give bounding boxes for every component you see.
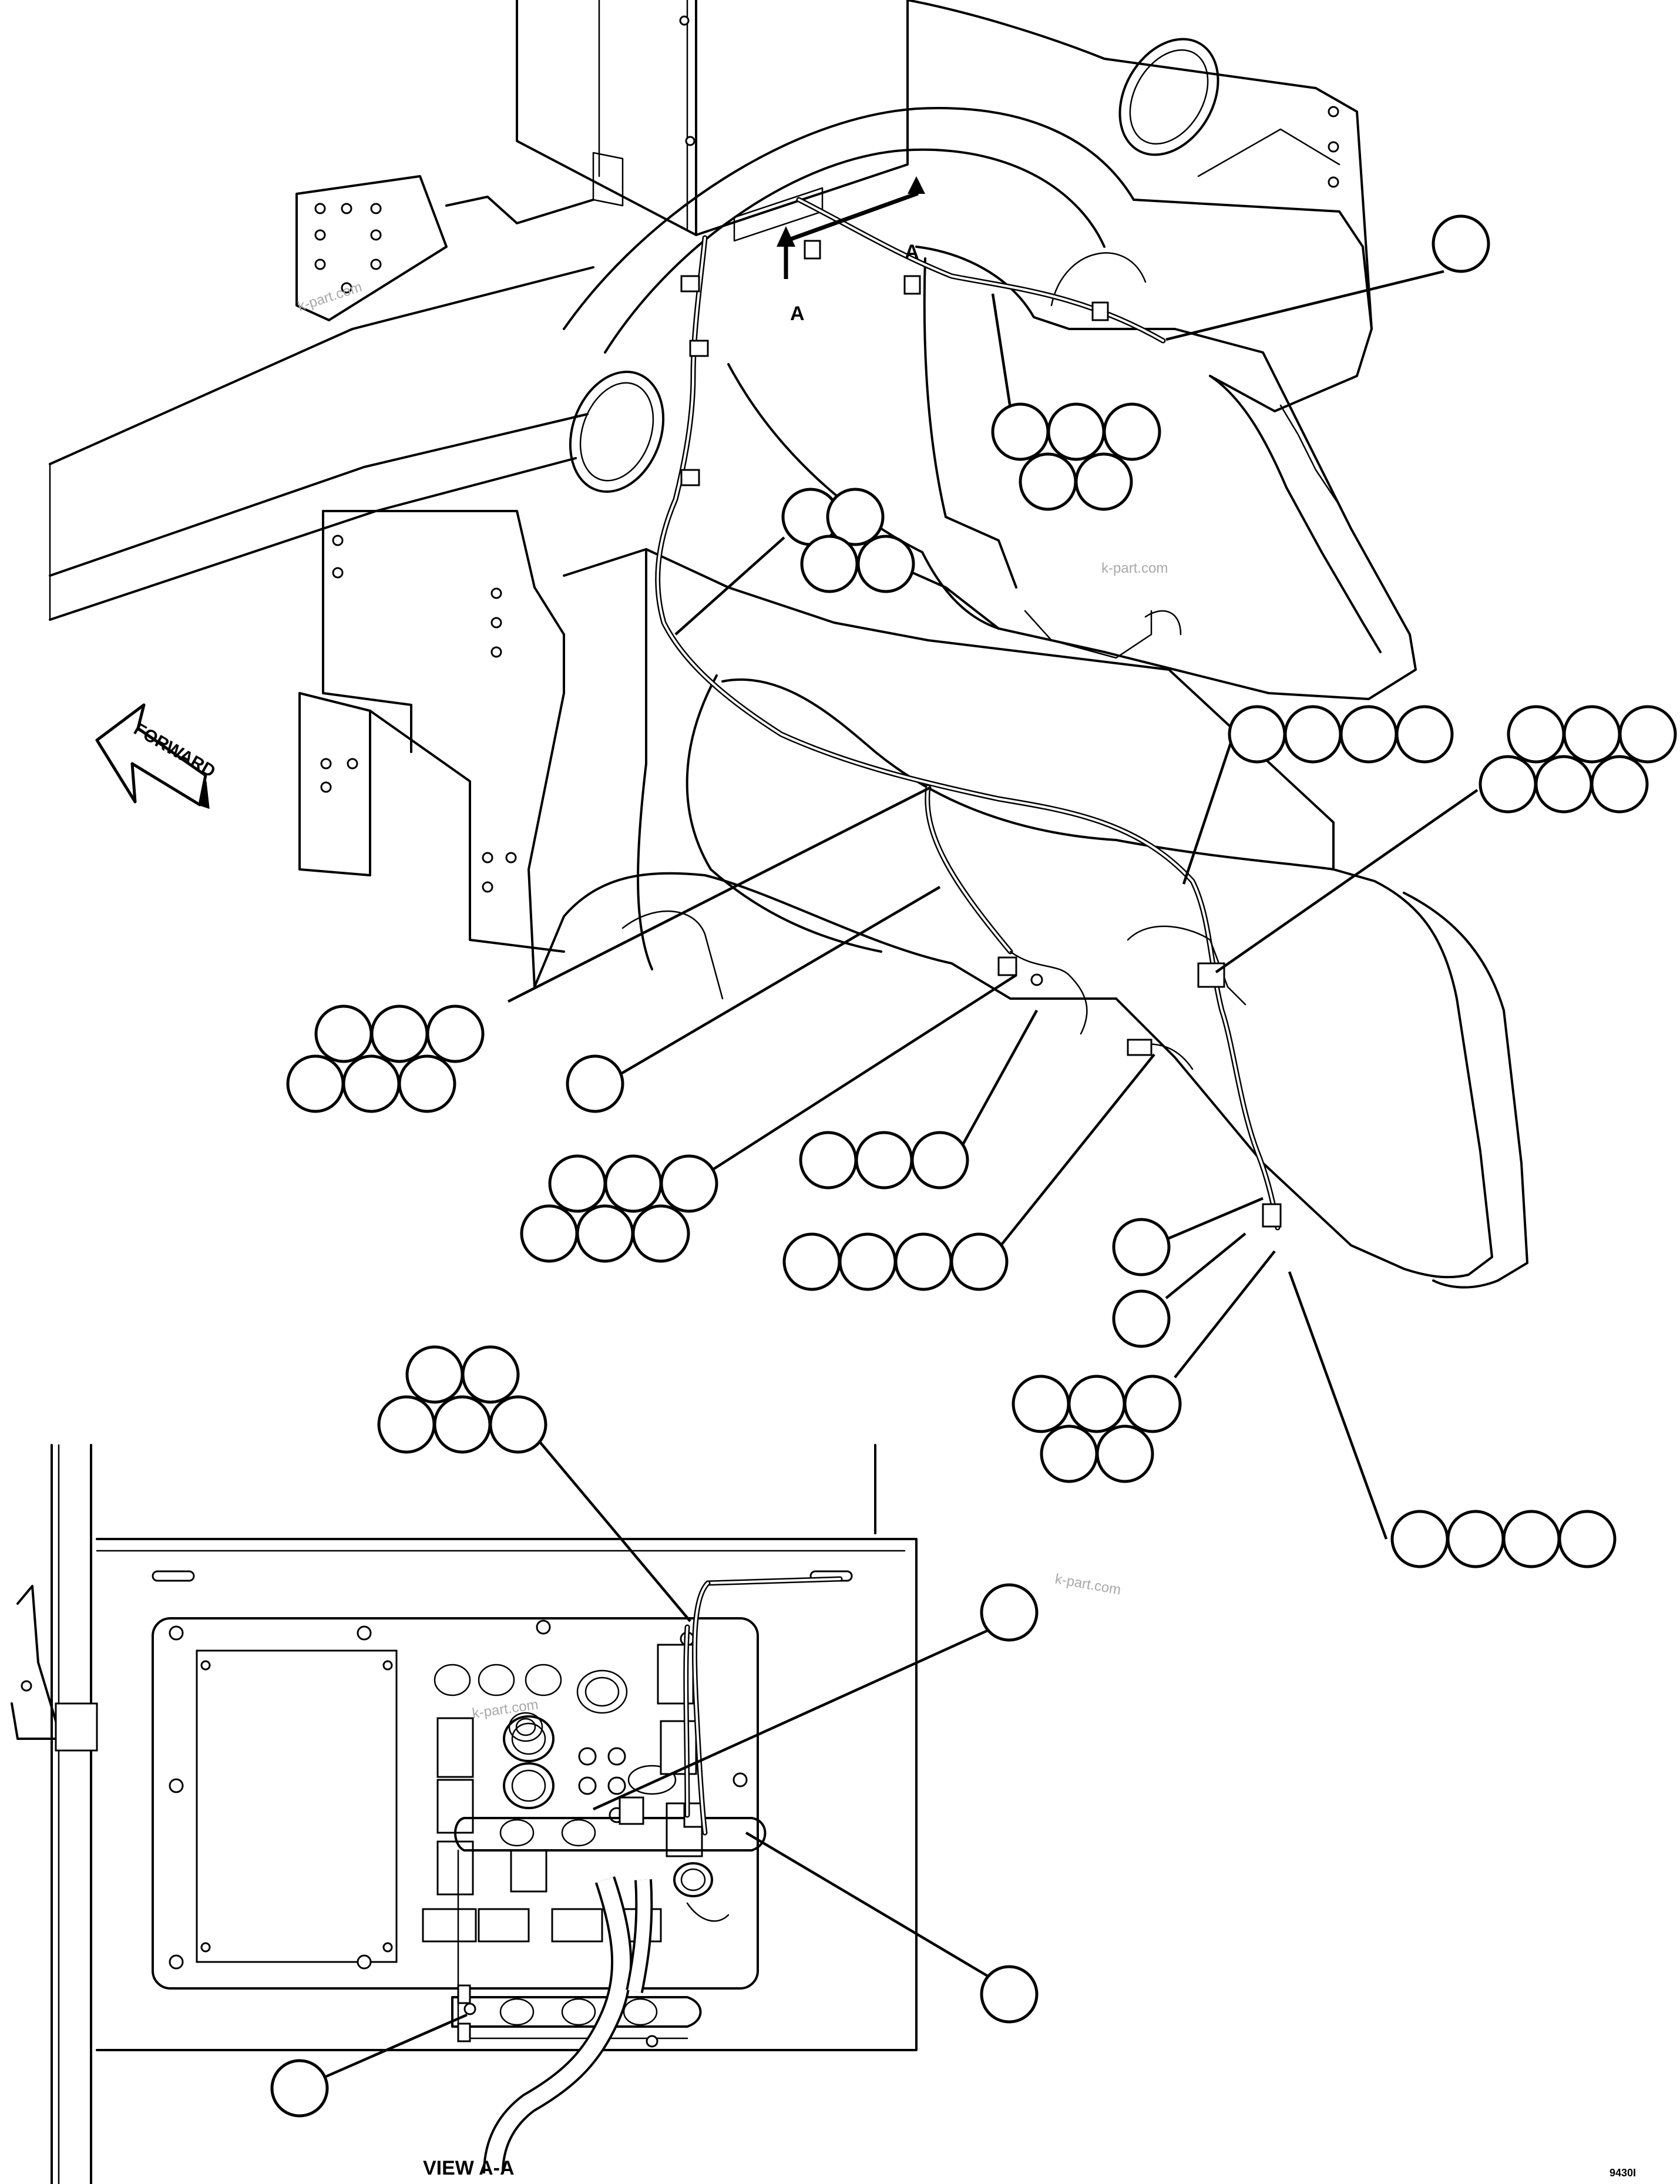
wiring-harness — [655, 197, 1282, 1231]
frame-drawing — [49, 0, 1528, 1289]
callout-balloon-group — [799, 1131, 969, 1190]
callout-balloon — [1618, 705, 1677, 764]
callout-balloon — [980, 1583, 1039, 1642]
callout-balloon — [286, 1054, 345, 1113]
callout-balloon — [1590, 755, 1649, 814]
callout-balloon — [1074, 452, 1133, 511]
callout-balloon — [1112, 1289, 1171, 1348]
callout-balloon — [660, 1154, 718, 1213]
callout-balloon — [1390, 1510, 1449, 1568]
callout-balloon-group — [1112, 1218, 1171, 1276]
callout-balloon — [1112, 1218, 1171, 1276]
callout-balloon — [405, 1345, 464, 1404]
callout-balloon-group — [1012, 1375, 1182, 1483]
callout-balloon — [799, 1131, 858, 1190]
watermark: k-part.com — [1101, 560, 1168, 576]
callout-balloon — [1283, 705, 1342, 764]
callout-balloon-group — [1479, 705, 1677, 814]
callout-balloon — [1228, 705, 1286, 764]
callout-balloon — [1558, 1510, 1617, 1568]
callout-balloon — [910, 1131, 969, 1190]
watermark: k-part.com — [1054, 1571, 1122, 1598]
figure-number: 9430I — [1610, 2167, 1636, 2179]
callout-balloon — [856, 535, 915, 593]
callout-balloon — [270, 2059, 329, 2118]
control-cabinet — [516, 0, 909, 242]
section-cut-arrows: A A — [777, 176, 925, 325]
callout-balloon — [855, 1131, 913, 1190]
callout-balloon — [377, 1395, 436, 1454]
callout-balloon-group — [520, 1154, 718, 1263]
callout-balloon — [426, 1004, 485, 1063]
view-caption: VIEW A-A — [423, 2157, 515, 2179]
callout-balloon — [991, 402, 1050, 461]
callout-balloon — [1502, 1510, 1561, 1568]
callout-balloon — [1395, 705, 1454, 764]
callout-balloon — [1339, 705, 1398, 764]
callout-balloon-group — [377, 1345, 547, 1454]
callout-balloon-group — [1390, 1510, 1617, 1568]
callout-balloon — [1067, 1375, 1126, 1433]
section-marker-left: A — [790, 303, 805, 325]
view-a-a-drawing — [11, 1444, 918, 2184]
callout-balloon-group — [781, 488, 915, 593]
callout-balloon — [461, 1345, 520, 1404]
callout-balloon — [342, 1054, 401, 1113]
callout-balloon — [1446, 1510, 1505, 1568]
callout-balloon — [782, 1232, 841, 1291]
callout-balloon — [1432, 214, 1490, 273]
callout-balloon — [398, 1054, 456, 1113]
callout-balloon — [604, 1154, 663, 1213]
callout-balloon — [800, 535, 859, 593]
callout-balloon — [631, 1204, 690, 1263]
callout-balloon-group — [782, 1232, 1009, 1291]
leader-lines — [325, 270, 1479, 2078]
callout-balloon — [826, 488, 885, 546]
callout-balloon-group — [270, 2059, 329, 2118]
callout-balloon — [838, 1232, 897, 1291]
callout-balloon-group — [1112, 1289, 1171, 1348]
callout-balloon — [1096, 1424, 1154, 1483]
callout-balloon — [1012, 1375, 1070, 1433]
callout-balloon — [894, 1232, 953, 1291]
callout-balloon — [1534, 755, 1593, 814]
callout-balloon — [433, 1395, 492, 1454]
callout-balloon — [370, 1004, 429, 1063]
callout-balloon-group — [1432, 214, 1490, 273]
callout-balloon-group — [286, 1004, 485, 1113]
callout-balloon-group — [566, 1054, 624, 1113]
callout-balloon — [950, 1232, 1009, 1291]
callout-balloon-group — [980, 1965, 1039, 2024]
callout-balloon — [489, 1395, 547, 1454]
callout-balloon — [1479, 755, 1537, 814]
callout-balloon-group — [991, 402, 1161, 511]
callout-balloon — [548, 1154, 607, 1213]
callout-balloon — [1019, 452, 1077, 511]
callout-balloon — [566, 1054, 624, 1113]
callout-balloon — [1563, 705, 1621, 764]
callout-balloon — [1103, 402, 1161, 461]
callout-balloon — [980, 1965, 1039, 2024]
section-marker-right: A — [905, 241, 919, 263]
callout-balloon — [576, 1204, 634, 1263]
callout-balloon — [1047, 402, 1106, 461]
callout-balloon — [1123, 1375, 1182, 1433]
forward-arrow: FORWARD — [95, 703, 219, 809]
callout-balloon — [1040, 1424, 1098, 1483]
callout-balloon-group — [1228, 705, 1454, 764]
callout-balloon — [1507, 705, 1565, 764]
watermark: k-part.com — [296, 279, 364, 315]
callout-balloon — [520, 1204, 579, 1263]
callout-balloon — [314, 1004, 373, 1063]
callout-balloon-group — [980, 1583, 1039, 1642]
